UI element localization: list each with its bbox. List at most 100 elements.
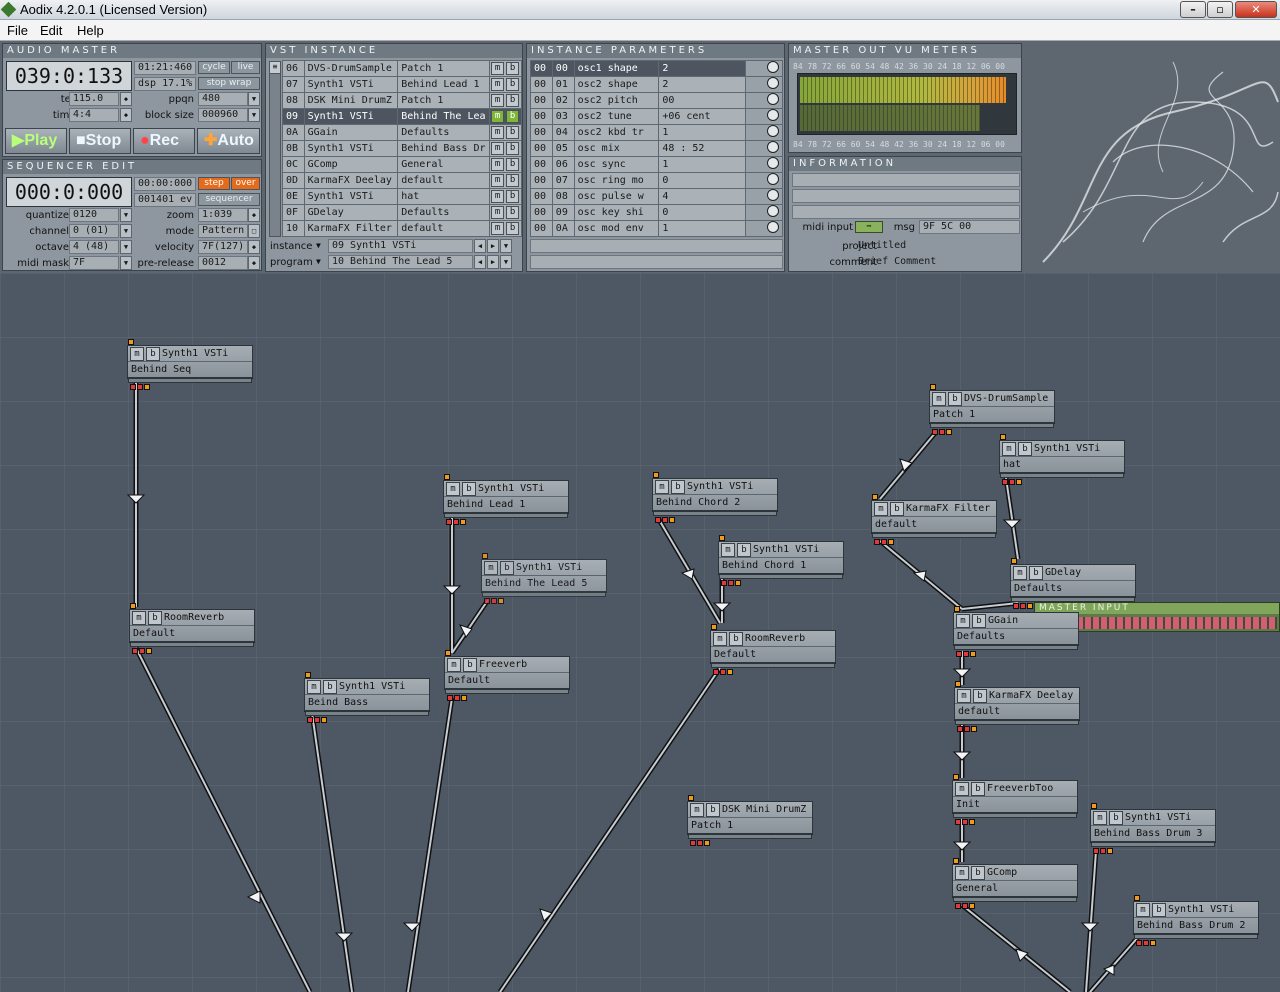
vst-mute-button[interactable]: m (491, 206, 505, 219)
param-knob-icon[interactable] (767, 77, 779, 89)
mute-button[interactable]: m (484, 561, 498, 575)
output-pin[interactable] (881, 539, 887, 545)
menu-file[interactable]: File (7, 23, 28, 38)
instance-prev-icon[interactable]: ◀ (474, 239, 486, 253)
output-pin[interactable] (655, 517, 661, 523)
output-pin[interactable] (146, 648, 152, 654)
param-value[interactable]: 4 (658, 188, 747, 205)
mute-button[interactable]: m (130, 347, 144, 361)
live-toggle[interactable]: live (231, 61, 260, 74)
bypass-button[interactable]: b (737, 543, 751, 557)
input-pin[interactable] (711, 624, 717, 630)
output-pin[interactable] (697, 840, 703, 846)
output-pin[interactable] (460, 519, 466, 525)
input-pin[interactable] (1134, 895, 1140, 901)
output-pin[interactable] (1027, 603, 1033, 609)
input-pin[interactable] (130, 603, 136, 609)
output-pin[interactable] (964, 726, 970, 732)
output-pin[interactable] (130, 384, 136, 390)
step-toggle[interactable]: step (198, 177, 230, 190)
bypass-button[interactable]: b (1152, 903, 1166, 917)
input-pin[interactable] (445, 650, 451, 656)
vst-bypass-button[interactable]: b (506, 142, 520, 155)
output-pin[interactable] (721, 580, 727, 586)
mute-button[interactable]: m (956, 614, 970, 628)
instance-value[interactable]: 09 Synth1 VSTi (328, 239, 473, 253)
zoom-field[interactable]: 1:039 (198, 208, 248, 222)
param-knob-icon[interactable] (767, 125, 779, 137)
output-pin[interactable] (727, 669, 733, 675)
mute-button[interactable]: m (655, 480, 669, 494)
param-knob-icon[interactable] (767, 157, 779, 169)
output-pin[interactable] (970, 651, 976, 657)
param-knob-icon[interactable] (767, 141, 779, 153)
output-pin[interactable] (969, 819, 975, 825)
octave-spin-icon[interactable]: ▼ (120, 240, 132, 254)
param-knob-icon[interactable] (767, 205, 779, 217)
project-value[interactable]: Untitled (858, 240, 907, 251)
vst-mute-button[interactable]: m (491, 62, 505, 75)
output-pin[interactable] (962, 819, 968, 825)
rec-button[interactable]: ●Rec (133, 128, 195, 154)
bypass-button[interactable]: b (500, 561, 514, 575)
vst-bypass-button[interactable]: b (506, 190, 520, 203)
output-pin[interactable] (874, 539, 880, 545)
mute-button[interactable]: m (1002, 442, 1016, 456)
output-pin[interactable] (662, 517, 668, 523)
bypass-button[interactable]: b (148, 611, 162, 625)
mute-button[interactable]: m (447, 658, 461, 672)
bypass-button[interactable]: b (462, 482, 476, 496)
output-pin[interactable] (1020, 603, 1026, 609)
bypass-button[interactable]: b (706, 803, 720, 817)
bypass-button[interactable]: b (972, 614, 986, 628)
bypass-button[interactable]: b (671, 480, 685, 494)
param-knob-icon[interactable] (767, 93, 779, 105)
maximize-button[interactable]: ▫ (1207, 1, 1233, 18)
bypass-button[interactable]: b (323, 680, 337, 694)
param-value[interactable]: 1 (658, 156, 747, 173)
vst-bypass-button[interactable]: b (506, 206, 520, 219)
output-pin[interactable] (955, 819, 961, 825)
program-menu-icon[interactable]: ▼ (500, 255, 512, 269)
program-next-icon[interactable]: ▶ (487, 255, 499, 269)
param-value[interactable]: 1 (658, 220, 747, 237)
output-pin[interactable] (888, 539, 894, 545)
ppqn-spin-icon[interactable]: ▼ (248, 92, 260, 106)
output-pin[interactable] (307, 717, 313, 723)
mute-button[interactable]: m (955, 866, 969, 880)
velocity-spin-icon[interactable]: ◆ (248, 240, 260, 254)
mute-button[interactable]: m (132, 611, 146, 625)
output-pin[interactable] (962, 903, 968, 909)
param-value[interactable]: 1 (658, 124, 747, 141)
scroll-grip-icon[interactable]: ≡ (270, 62, 280, 74)
quantize-field[interactable]: 0120 (69, 208, 119, 222)
bypass-button[interactable]: b (948, 392, 962, 406)
bypass-button[interactable]: b (1029, 566, 1043, 580)
output-pin[interactable] (969, 903, 975, 909)
output-pin[interactable] (447, 695, 453, 701)
output-pin[interactable] (484, 598, 490, 604)
stop-wrap-toggle[interactable]: stop wrap (198, 77, 260, 90)
output-pin[interactable] (1093, 848, 1099, 854)
midimask-field[interactable]: 7F (69, 256, 119, 270)
mute-button[interactable]: m (307, 680, 321, 694)
